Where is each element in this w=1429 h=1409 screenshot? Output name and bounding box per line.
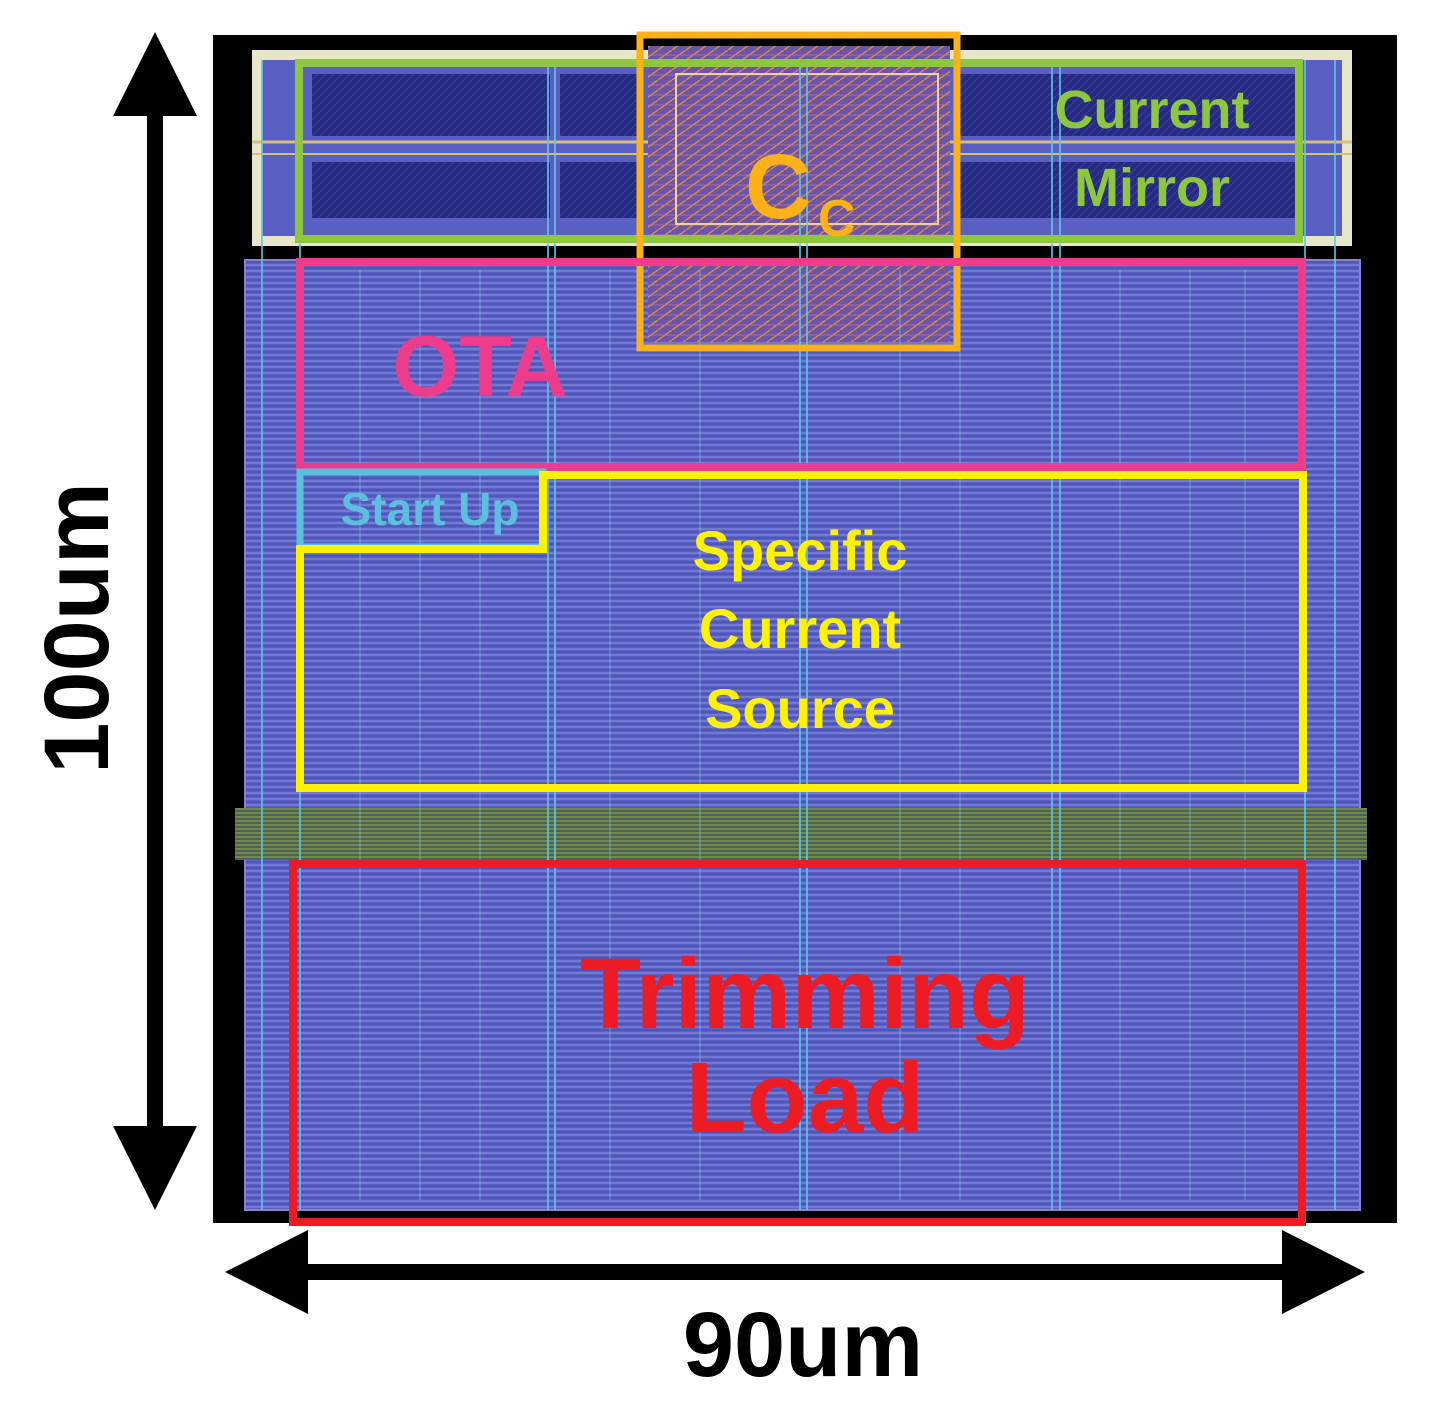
- current-mirror-label-line-1: Current: [1054, 80, 1249, 140]
- cc-label-subscript: C: [818, 190, 856, 248]
- specific-current-source-label-line-2: Current: [699, 597, 901, 660]
- vertical-routing: [261, 60, 1336, 1210]
- specific-current-source-outline: [296, 471, 1307, 792]
- trimming-load-label-line-2: Load: [686, 1042, 925, 1154]
- top-dense-left-2: [312, 162, 550, 218]
- layout-body-upper: [245, 260, 1360, 810]
- cc-label-main: C: [745, 136, 811, 238]
- top-dense-right: [960, 74, 1295, 136]
- current-mirror-label-line-2: Mirror: [1074, 158, 1230, 218]
- top-dense-mid: [560, 74, 640, 136]
- height-dimension-label: 100um: [26, 482, 128, 774]
- fine-routing: [359, 270, 1246, 1200]
- top-dense-mid-2: [560, 162, 640, 218]
- trimming-load-outline: [289, 860, 1306, 1226]
- specific-current-source-label-line-1: Specific: [693, 519, 908, 582]
- specific-current-source-label-line-3: Source: [705, 677, 895, 740]
- top-dense-right-2: [960, 162, 1295, 218]
- current-mirror-outline: [295, 59, 1303, 243]
- ota-outline: [296, 258, 1306, 471]
- layout-body-lower: [245, 860, 1360, 1210]
- height-dimension-arrow: [113, 32, 197, 1210]
- width-dimension-arrow: [225, 1230, 1365, 1314]
- top-dense-left: [312, 74, 550, 136]
- start-up-label: Start Up: [341, 483, 520, 535]
- ota-label: OTA: [392, 319, 567, 415]
- width-dimension-label: 90um: [683, 1294, 923, 1396]
- trimming-load-label-line-1: Trimming: [580, 938, 1030, 1050]
- cc-outline: [636, 31, 961, 352]
